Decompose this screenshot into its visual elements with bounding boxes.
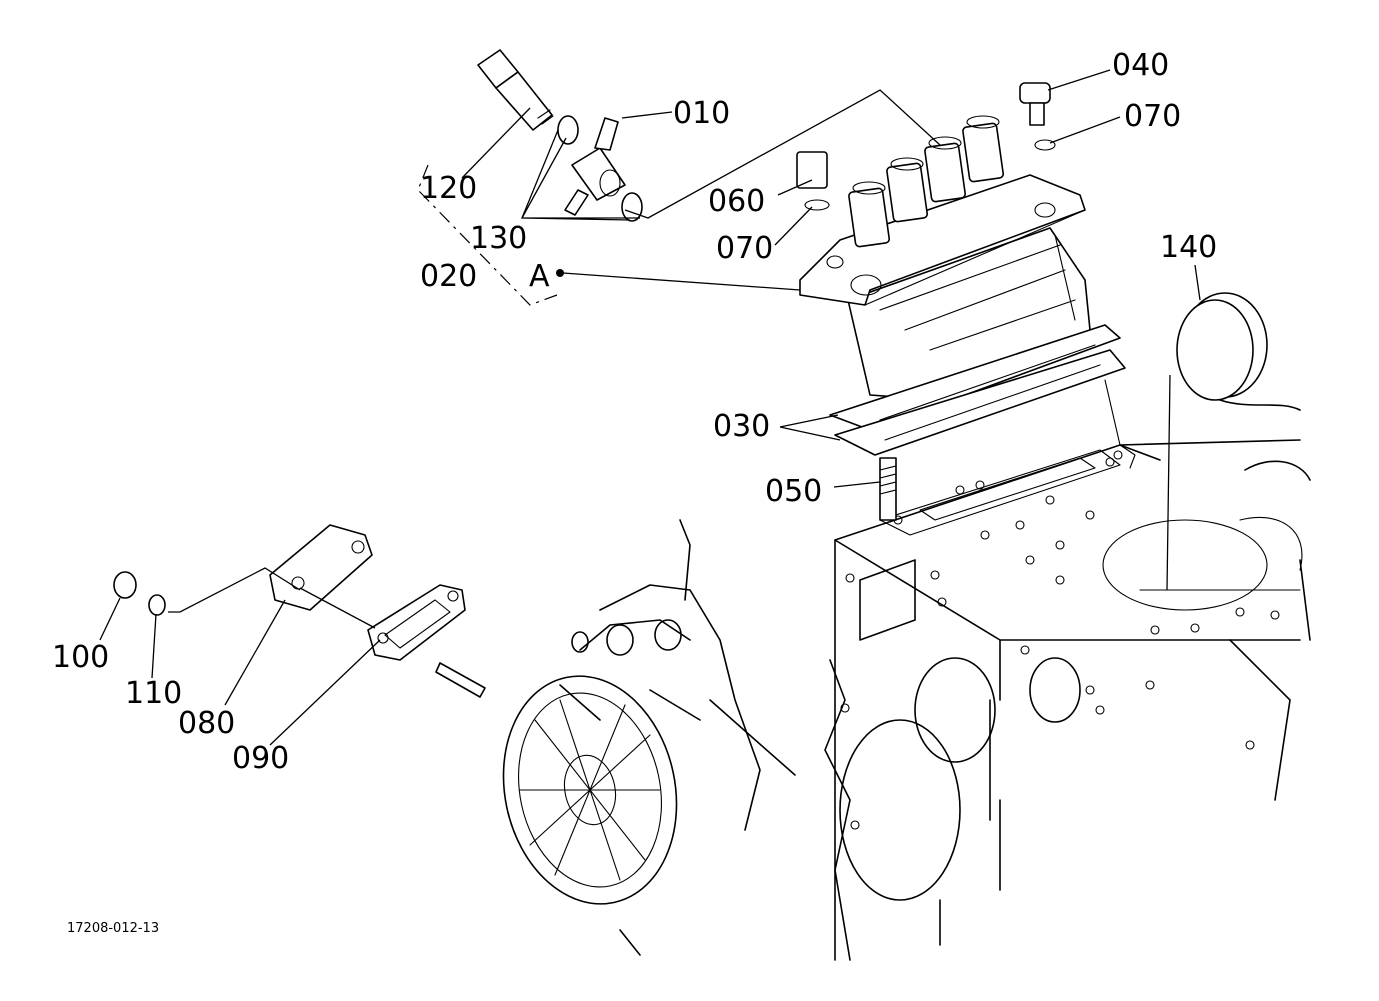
callout-060: 060 [708, 184, 766, 219]
callout-010: 010 [673, 96, 731, 131]
callout-030: 030 [713, 409, 771, 444]
washer-110 [148, 594, 166, 616]
delivery-valve-holders [848, 115, 1005, 248]
nut-100 [113, 571, 137, 599]
callout-070-mid: 070 [716, 231, 774, 266]
figure-code: 17208-012-13 [67, 921, 160, 936]
stud-050 [879, 457, 897, 521]
washer-070-top [1034, 139, 1056, 151]
callout-140: 140 [1160, 230, 1218, 265]
leader-lines [99, 69, 1201, 746]
callout-110: 110 [125, 676, 183, 711]
callout-090: 090 [232, 741, 290, 776]
callout-020: 020 [420, 259, 478, 294]
bolt-040 [1019, 82, 1051, 104]
washer-130-lower [621, 192, 643, 222]
callout-050: 050 [765, 474, 823, 509]
callout-130: 130 [470, 221, 528, 256]
washer-070 [804, 199, 830, 211]
banjo-fitting-010 [564, 117, 626, 216]
callout-a: A [529, 259, 550, 294]
group-a-boundary [417, 164, 558, 306]
callout-040: 040 [1112, 48, 1170, 83]
callout-120: 120 [420, 171, 478, 206]
gaskets-030 [829, 324, 1126, 456]
callout-070-top: 070 [1124, 99, 1182, 134]
callout-100: 100 [52, 640, 110, 675]
washer-130-upper [557, 115, 579, 145]
gasket-090 [367, 584, 466, 661]
cap-060 [796, 151, 828, 189]
cover-plate-080 [269, 524, 373, 611]
callout-080: 080 [178, 706, 236, 741]
gear-case [502, 519, 796, 956]
engine-block [824, 399, 1311, 961]
plug-140 [1176, 292, 1268, 401]
eye-bolt-120 [477, 49, 554, 131]
stud-090 [435, 662, 486, 698]
